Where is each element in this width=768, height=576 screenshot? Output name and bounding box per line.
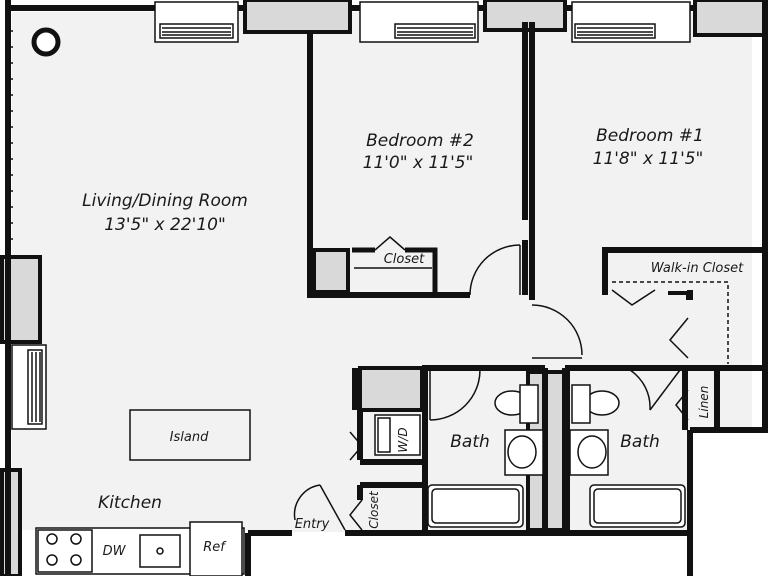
bath-right-door[interactable] bbox=[649, 369, 681, 411]
bath-left-name: Bath bbox=[450, 432, 490, 452]
bedroom2-closet bbox=[352, 236, 438, 295]
entry-door[interactable] bbox=[319, 484, 346, 531]
bedroom2-name: Bedroom #2 bbox=[366, 131, 474, 151]
living-room-name: Living/Dining Room bbox=[82, 191, 248, 211]
bedroom2-dims: 11'0" x 11'5" bbox=[363, 153, 474, 173]
walk-in-closet-details bbox=[611, 281, 729, 364]
entry-door-swing[interactable] bbox=[293, 484, 321, 521]
wd-closet-door[interactable] bbox=[349, 431, 363, 461]
windows bbox=[11, 1, 691, 430]
entry-closet-door[interactable] bbox=[349, 499, 363, 531]
bedroom2-door-swing[interactable] bbox=[469, 244, 521, 296]
walls bbox=[5, 0, 768, 576]
linen-label: Linen bbox=[697, 386, 711, 419]
bath-fixtures bbox=[427, 384, 686, 528]
entry-closet-label: Closet bbox=[367, 490, 381, 529]
bedroom2-closet-label: Closet bbox=[384, 252, 425, 267]
kitchen-island bbox=[129, 409, 251, 461]
doors[interactable] bbox=[293, 244, 689, 531]
wd-label: W/D bbox=[396, 427, 410, 452]
bedroom1-dims: 11'8" x 11'5" bbox=[593, 149, 704, 169]
kitchen-counter bbox=[35, 521, 245, 576]
dishwasher-label: DW bbox=[103, 544, 127, 559]
linen-door[interactable] bbox=[675, 389, 689, 421]
bath-right-name: Bath bbox=[620, 432, 660, 452]
washer-dryer bbox=[374, 414, 421, 456]
living-room-dims: 13'5" x 22'10" bbox=[104, 215, 226, 235]
bath-right-door-swing[interactable] bbox=[629, 369, 651, 411]
bedroom1-door-swing[interactable] bbox=[531, 304, 583, 356]
island-label: Island bbox=[170, 430, 209, 445]
entry-label: Entry bbox=[295, 517, 330, 532]
bedroom1-name: Bedroom #1 bbox=[596, 126, 704, 146]
walk-in-closet-label: Walk-in Closet bbox=[651, 261, 744, 276]
sink-left-icon bbox=[507, 435, 537, 469]
bath-left-door-swing[interactable] bbox=[429, 369, 481, 421]
refrigerator-label: Ref bbox=[203, 540, 227, 555]
column-icon bbox=[31, 27, 61, 57]
kitchen-name: Kitchen bbox=[98, 493, 162, 513]
sink-right-icon bbox=[577, 435, 607, 469]
